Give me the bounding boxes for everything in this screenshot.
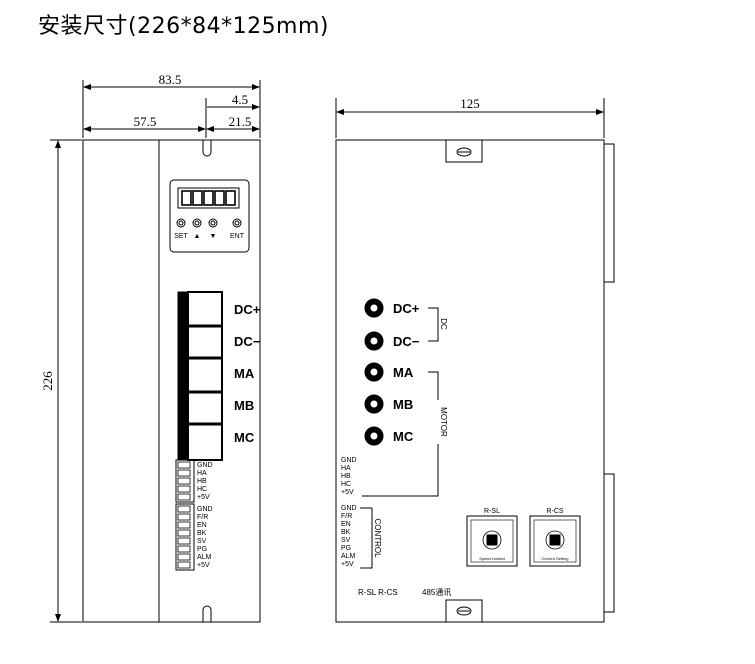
group-control-label: CONTROL	[373, 518, 382, 558]
side-label-mc: MC	[393, 429, 414, 444]
side-hall-pin: HB	[341, 473, 351, 480]
front-hall-pin: HC	[197, 486, 207, 493]
front-label-ma: MA	[234, 366, 255, 381]
key-ent-label: ENT	[230, 233, 245, 240]
bottom-switch-labels: R-SL R-CS	[358, 588, 398, 597]
front-control-pin: PG	[197, 546, 207, 553]
front-control-pin: GND	[197, 506, 213, 513]
front-control-pin: F/R	[197, 514, 208, 521]
side-hall-pin: GND	[341, 457, 357, 464]
front-label-dcm: DC−	[234, 334, 261, 349]
key-up-label: ▲	[194, 233, 201, 240]
switch-rsl-caption: Speed Limited	[479, 556, 505, 561]
side-control-pin: +5V	[341, 561, 354, 568]
front-hall-pin: +5V	[197, 494, 210, 501]
side-control-pin: EN	[341, 521, 351, 528]
side-control-pin: BK	[341, 529, 351, 536]
page-title: 安装尺寸(226*84*125mm)	[38, 14, 330, 39]
dim-57-5: 57.5	[134, 114, 157, 129]
side-control-pin: F/R	[341, 513, 352, 520]
front-hall-pin: HA	[197, 470, 207, 477]
side-hall-pin: +5V	[341, 489, 354, 496]
dim-4-5: 4.5	[232, 92, 248, 107]
side-hall-pin: HC	[341, 481, 351, 488]
front-control-pin: EN	[197, 522, 207, 529]
group-dc-label: DC	[439, 318, 448, 330]
side-label-mb: MB	[393, 397, 413, 412]
side-hall-pin: HA	[341, 465, 351, 472]
side-control-pin: SV	[341, 537, 351, 544]
side-control-pin: PG	[341, 545, 351, 552]
front-control-pin: BK	[197, 530, 207, 537]
front-label-mc: MC	[234, 430, 255, 445]
side-view	[335, 98, 615, 623]
key-down-label: ▼	[210, 233, 217, 240]
front-control-pin: +5V	[197, 562, 210, 569]
front-label-mb: MB	[234, 398, 254, 413]
switch-rcs-caption: Current Setting	[542, 556, 569, 561]
dim-83-5: 83.5	[159, 72, 182, 87]
front-hall-pin: HB	[197, 478, 207, 485]
side-label-ma: MA	[393, 365, 414, 380]
front-label-dcp: DC+	[234, 302, 261, 317]
front-view	[50, 80, 261, 623]
dim-226: 226	[40, 371, 55, 391]
switch-rcs-label: R-CS	[546, 508, 563, 515]
dim-125: 125	[460, 96, 480, 111]
group-motor-label: MOTOR	[439, 407, 448, 437]
side-label-dcm: DC−	[393, 334, 420, 349]
switch-rsl-label: R-SL	[484, 508, 500, 515]
front-control-pin: ALM	[197, 554, 212, 561]
front-control-pin: SV	[197, 538, 207, 545]
comm-label: 485通讯	[422, 587, 451, 597]
dim-21-5: 21.5	[229, 114, 252, 129]
side-label-dcp: DC+	[393, 301, 420, 316]
front-hall-pin: GND	[197, 462, 213, 469]
key-set-label: SET	[174, 233, 188, 240]
side-control-pin: GND	[341, 505, 357, 512]
side-control-pin: ALM	[341, 553, 356, 560]
